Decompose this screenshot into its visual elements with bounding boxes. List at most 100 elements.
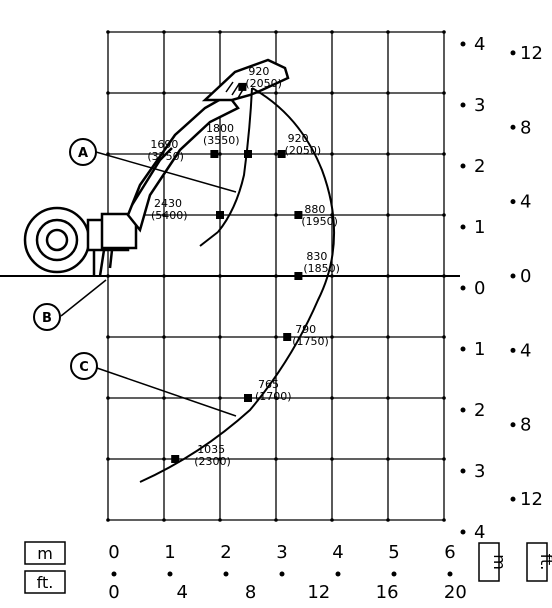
load-point-marker [294, 211, 303, 219]
grid-dot [162, 91, 166, 95]
callout-circles: A B C [33, 138, 98, 380]
unit-rot-m-label: m [490, 554, 509, 570]
y-feet-tick-dot [510, 347, 516, 353]
boom-cylinder [130, 147, 173, 206]
grid-dot [274, 91, 278, 95]
grid-dot [274, 457, 278, 461]
load-point-kg-label: 790 [295, 323, 316, 336]
load-point-marker [244, 394, 252, 402]
load-point-marker [294, 272, 303, 280]
grid-dot [330, 152, 334, 156]
x-metric-tick-dot [279, 571, 285, 577]
y-metric-tick-label: 2 [474, 156, 485, 177]
grid-dot [218, 30, 222, 34]
x-metric-tick-label: 3 [276, 542, 287, 563]
load-point-marker [244, 150, 252, 158]
wheel-hub [45, 228, 69, 252]
x-metric-tick-dot [223, 571, 229, 577]
load-point-lb-label: (1950) [301, 215, 338, 228]
y-metric-tick-dot [460, 102, 466, 108]
load-point-kg-label: 2430 [154, 197, 182, 210]
load-point-lb-label: (2050) [285, 144, 322, 157]
y-feet-tick-dot [510, 422, 516, 428]
callout-leaders [60, 151, 237, 417]
load-point-marker [216, 211, 224, 219]
grid-dot [442, 30, 446, 34]
grid-dot [162, 213, 166, 217]
load-point-lb-label: (5400) [151, 209, 188, 222]
load-point-marker [171, 455, 180, 463]
grid-dot [330, 457, 334, 461]
x-metric-tick-label: 5 [388, 542, 399, 563]
load-points: 920(2050)920(2050)1800(3550)1690(3750)24… [147, 65, 340, 468]
grid-dot [442, 335, 446, 339]
y-feet-tick-dot [510, 124, 516, 130]
x-metric-tick-dot [111, 571, 117, 577]
load-point-lb-label: (2300) [194, 455, 231, 468]
grid-dot [330, 518, 334, 522]
x-metric-tick-label: 1 [164, 542, 175, 563]
grid-dot [218, 152, 222, 156]
grid-dot [106, 518, 110, 522]
leader-c [96, 367, 237, 417]
reach-curves [139, 87, 335, 483]
x-metric-tick-label: 6 [444, 542, 455, 563]
load-point-lb-label: (1700) [255, 390, 292, 403]
load-point-marker [277, 150, 286, 158]
x-metric-tick-dot [335, 571, 341, 577]
grid-dot [274, 396, 278, 400]
grid-dot [162, 30, 166, 34]
callout-b: B [33, 303, 61, 331]
load-point-kg-label: 765 [258, 378, 279, 391]
grid-dot [274, 213, 278, 217]
y-feet-tick-label: 8 [520, 415, 531, 436]
y-metric-tick-label: 4 [474, 522, 485, 543]
grid-dot [218, 335, 222, 339]
y-feet-tick-label: 0 [520, 266, 531, 287]
grid-dot [386, 91, 390, 95]
y-feet-tick-label: 12 [520, 43, 543, 64]
frame-legs [92, 249, 114, 277]
x-metric-tick-dot [391, 571, 397, 577]
load-point-kg-label: 1690 [150, 138, 178, 151]
x-feet-tick-label: 20 [444, 582, 467, 603]
callout-a-label: A [78, 146, 88, 161]
grid-dot [162, 457, 166, 461]
load-point-lb-label: (2050) [245, 77, 282, 90]
y-metric-tick-label: 3 [474, 461, 485, 482]
grid-dot [162, 335, 166, 339]
grid-dot [274, 335, 278, 339]
leader-b [60, 279, 107, 317]
x-metric-tick-label: 2 [220, 542, 231, 563]
x-metric-tick-dot [167, 571, 173, 577]
grid-dot [106, 396, 110, 400]
unit-box-ft: ft. [24, 570, 66, 594]
y-metric-tick-label: 1 [474, 217, 485, 238]
load-point-kg-label: 830 [306, 250, 327, 263]
grid-dot [386, 30, 390, 34]
y-metric-tick-label: 0 [474, 278, 485, 299]
grid-dot [162, 396, 166, 400]
y-metric-tick-label: 2 [474, 400, 485, 421]
grid-dot [274, 518, 278, 522]
x-feet-tick-label: 0 [108, 582, 119, 603]
grid-dot [386, 396, 390, 400]
grid-dot [218, 518, 222, 522]
load-point-lb-label: (1750) [292, 335, 329, 348]
load-point-lb-label: (1850) [303, 262, 340, 275]
y-metric-tick-dot [460, 468, 466, 474]
callout-b-label: B [42, 311, 52, 326]
unit-rot-ft-label: ft. [537, 554, 552, 571]
grid-dot [274, 30, 278, 34]
grid-dot [442, 91, 446, 95]
attachment [201, 58, 290, 102]
grid-dot [330, 396, 334, 400]
y-feet-tick-dot [510, 199, 516, 205]
grid-dot [162, 518, 166, 522]
load-point-lb-label: (3750) [147, 150, 184, 163]
